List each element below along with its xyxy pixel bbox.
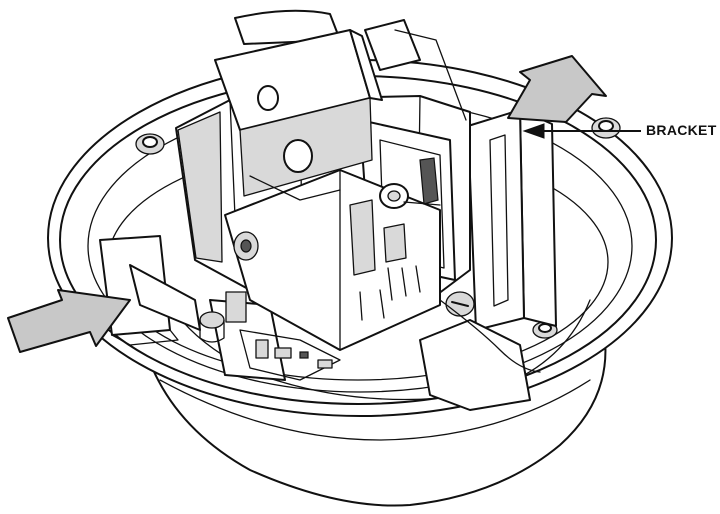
bracket-screw — [445, 291, 475, 317]
circuit-board — [199, 291, 341, 381]
front-bracket-plate — [419, 319, 531, 411]
cable-connector — [379, 157, 441, 209]
cable-harness — [439, 299, 541, 373]
bracket-callout-label: BRACKET — [646, 122, 717, 138]
mounting-screw-left — [135, 133, 165, 155]
tilt-knob — [233, 231, 259, 261]
mounting-screw-right — [591, 117, 621, 139]
top-right-arm — [394, 29, 467, 121]
bracket-leader-arrow-icon — [522, 123, 641, 139]
right-bracket-wall — [467, 109, 557, 331]
camera-module — [214, 9, 383, 201]
push-arrow-left-icon — [7, 289, 131, 353]
push-arrow-right-icon — [507, 55, 607, 123]
tilt-cage — [224, 169, 441, 351]
dome-bottom-rim — [159, 379, 591, 441]
